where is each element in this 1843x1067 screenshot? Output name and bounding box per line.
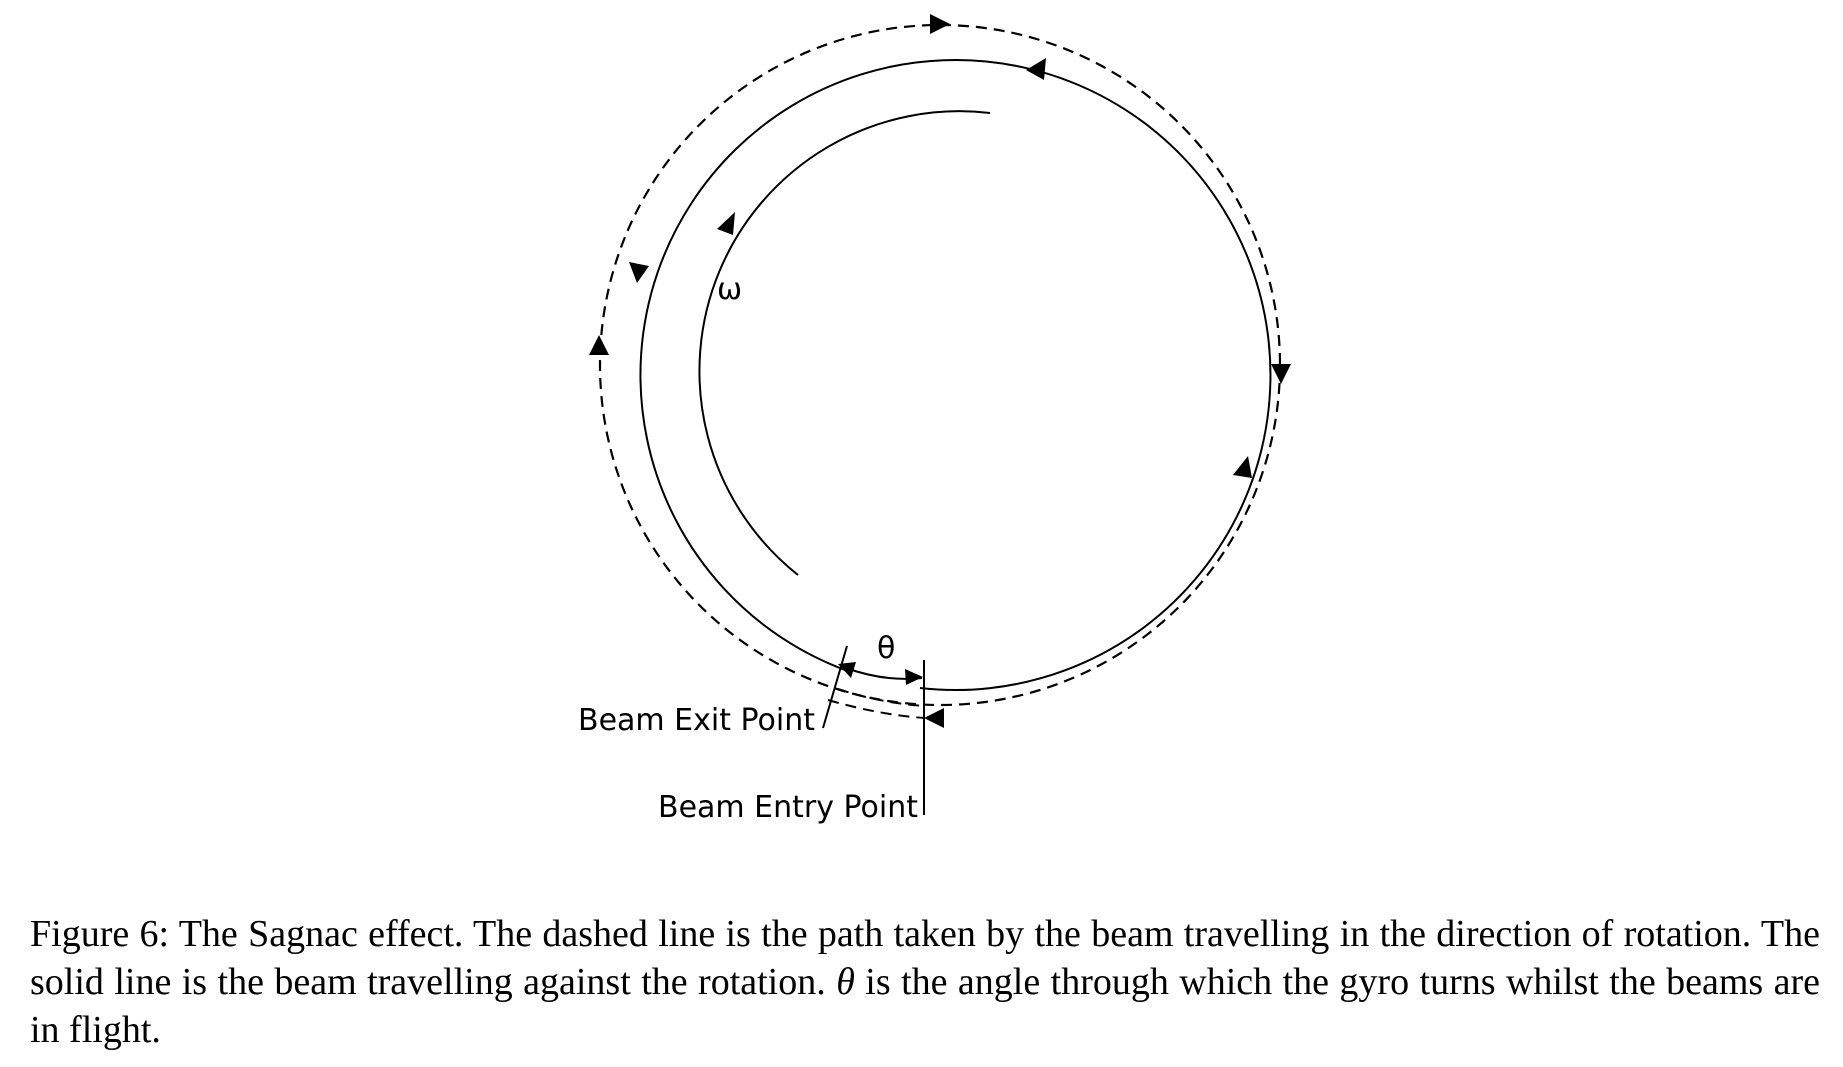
theta-arrow-right — [905, 669, 923, 685]
figure-caption: Figure 6: The Sagnac effect. The dashed … — [30, 910, 1820, 1054]
caption-text-2: is the angle through which the gyro turn… — [30, 961, 1821, 1051]
rotation-arrow — [717, 212, 735, 235]
sagnac-diagram: ω θ Beam Exit Point Beam Entry Point — [578, 14, 1291, 825]
dashed-bottom-segment — [827, 699, 926, 719]
dashed-beam-path — [598, 23, 1282, 707]
entry-point-label: Beam Entry Point — [658, 790, 918, 825]
dashed-bottom-segment-inner — [837, 688, 926, 707]
dashed-arrow-bottom — [924, 708, 944, 728]
caption-theta-symbol: θ — [836, 961, 855, 1003]
caption-text-1: The Sagnac effect. The dashed line is th… — [30, 913, 1820, 1003]
exit-point-line — [822, 645, 848, 729]
figure-number: Figure 6: — [30, 913, 170, 955]
solid-arrow-top — [1026, 58, 1046, 80]
solid-arrow-right — [1233, 456, 1252, 478]
theta-label: θ — [877, 631, 895, 666]
rotation-arc — [698, 110, 991, 576]
dashed-arrow-left — [589, 335, 609, 355]
dashed-arrow-top — [930, 14, 950, 34]
theta-arrow-left — [838, 662, 856, 678]
exit-point-label: Beam Exit Point — [578, 703, 815, 738]
solid-beam-path — [639, 59, 1272, 691]
omega-label: ω — [717, 272, 742, 307]
dashed-arrow-right — [1271, 364, 1291, 384]
solid-arrow-left — [629, 262, 649, 283]
